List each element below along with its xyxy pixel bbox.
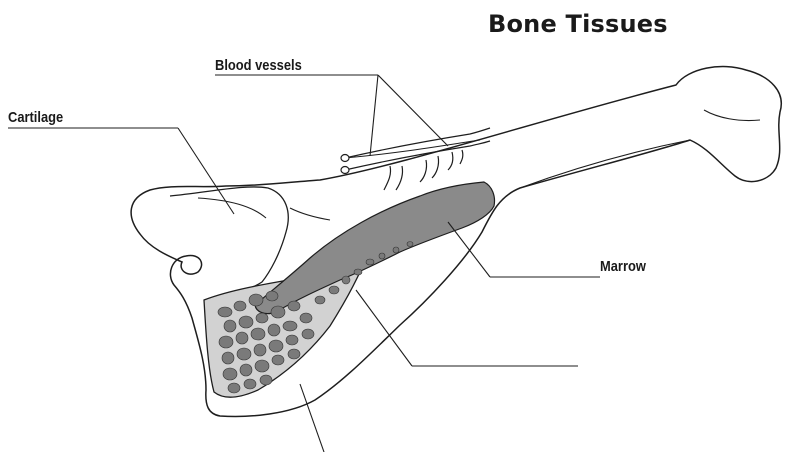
label-cartilage: Cartilage xyxy=(8,109,63,126)
label-blood-vessels: Blood vessels xyxy=(215,57,302,74)
label-marrow: Marrow xyxy=(600,258,646,275)
